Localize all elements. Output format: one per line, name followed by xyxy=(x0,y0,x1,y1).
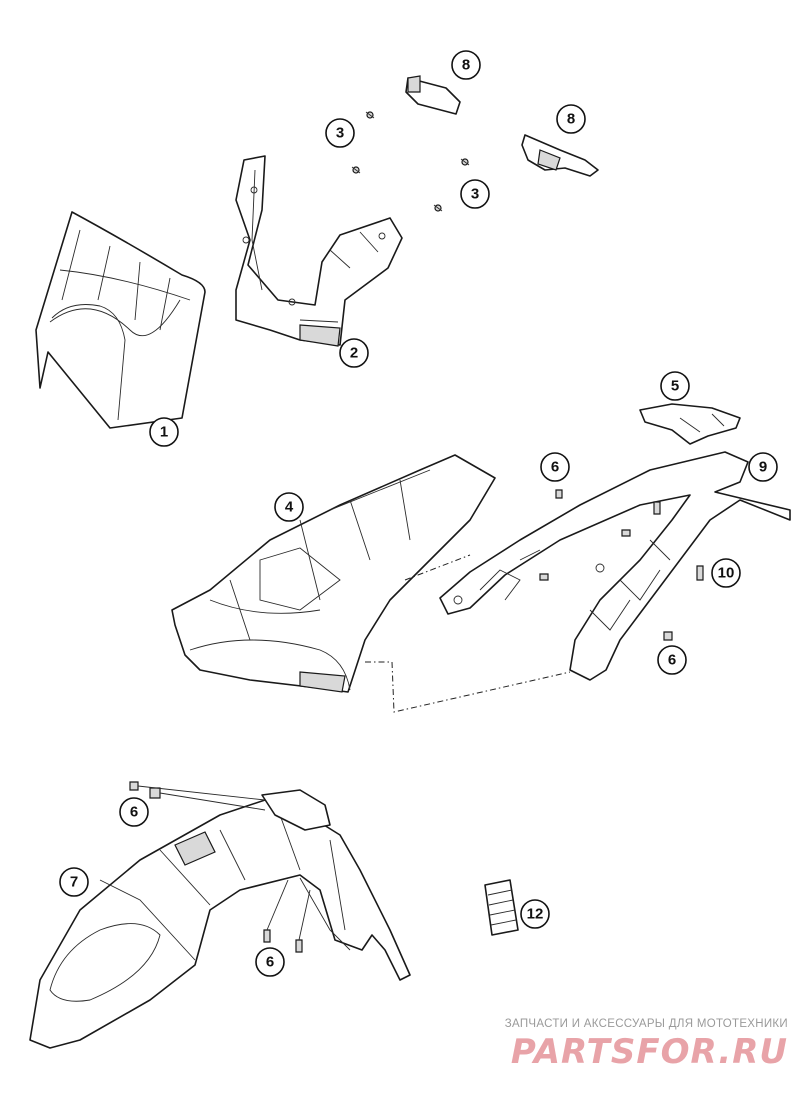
callout-8a[interactable]: 8 xyxy=(451,50,481,80)
front-fender xyxy=(29,781,411,1049)
svg-text:12: 12 xyxy=(527,906,544,923)
watermark: ЗАПЧАСТИ И АКСЕССУАРЫ ДЛЯ МОТОТЕХНИКИ PA… xyxy=(488,1018,788,1072)
callout-1[interactable]: 1 xyxy=(149,417,179,447)
rear-fender xyxy=(171,454,496,693)
svg-text:3: 3 xyxy=(336,125,344,142)
svg-text:9: 9 xyxy=(759,459,767,476)
bolts-subframe xyxy=(539,489,704,641)
callout-3b[interactable]: 3 xyxy=(460,179,490,209)
callout-8b[interactable]: 8 xyxy=(556,104,586,134)
callout-12[interactable]: 12 xyxy=(520,899,550,929)
callout-9[interactable]: 9 xyxy=(748,452,778,482)
callout-6b[interactable]: 6 xyxy=(657,645,687,675)
callout-4[interactable]: 4 xyxy=(274,492,304,522)
watermark-caption: ЗАПЧАСТИ И АКСЕССУАРЫ ДЛЯ МОТОТЕХНИКИ xyxy=(504,1018,788,1030)
svg-text:7: 7 xyxy=(70,874,78,891)
svg-text:5: 5 xyxy=(671,378,679,395)
callout-2[interactable]: 2 xyxy=(339,338,369,368)
callout-6a[interactable]: 6 xyxy=(540,452,570,482)
reflector xyxy=(484,879,519,936)
straps-8 xyxy=(405,75,599,177)
headlight-mask xyxy=(35,211,206,429)
svg-text:8: 8 xyxy=(567,111,575,128)
watermark-logo: PARTSFOR.RU xyxy=(510,1032,788,1072)
callout-6c[interactable]: 6 xyxy=(119,797,149,827)
screws-3 xyxy=(351,111,470,212)
small-bracket xyxy=(639,403,741,445)
callout-5[interactable]: 5 xyxy=(660,371,690,401)
svg-text:3: 3 xyxy=(471,186,479,203)
svg-text:1: 1 xyxy=(160,424,168,441)
leader-lines xyxy=(365,554,571,713)
callout-7[interactable]: 7 xyxy=(59,867,89,897)
callout-10[interactable]: 10 xyxy=(711,558,741,588)
svg-text:6: 6 xyxy=(266,954,274,971)
svg-text:6: 6 xyxy=(668,652,676,669)
callout-3a[interactable]: 3 xyxy=(325,118,355,148)
subframe xyxy=(439,451,791,681)
svg-text:8: 8 xyxy=(462,57,470,74)
svg-text:2: 2 xyxy=(350,345,358,362)
callout-6d[interactable]: 6 xyxy=(255,947,285,977)
svg-text:4: 4 xyxy=(285,499,294,516)
svg-text:6: 6 xyxy=(130,804,138,821)
headlight-bracket xyxy=(235,155,403,347)
svg-text:10: 10 xyxy=(718,565,735,582)
svg-text:6: 6 xyxy=(551,459,559,476)
